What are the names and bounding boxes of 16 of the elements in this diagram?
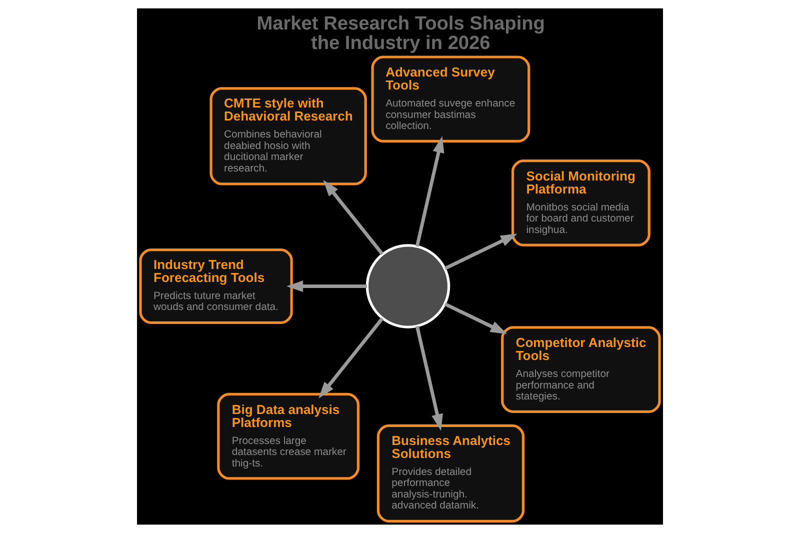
node-box: Business Analytics Solutions Provides detailed performance analysis-trunigh. advanced datamik. — [376, 424, 525, 522]
node-box: Advanced Survey Tools Automated suvege enhance consumer bastimas collection. — [371, 56, 530, 143]
arrow — [415, 326, 443, 431]
arrow — [444, 302, 508, 334]
arrow — [323, 180, 384, 256]
node-box: Competitor Analystic Tools Analyses competitor performance and stategies. — [501, 326, 661, 413]
node-box: Industry Trend Forecacting Tools Predicts tuture market wouds and consumer data. — [139, 248, 293, 324]
arrow — [415, 136, 444, 247]
node-box: Big Data analysis Platforms Processes large datasents crease marker thig-ts. — [217, 392, 360, 480]
arrow — [444, 234, 518, 270]
node-box: CMTE style with Dehavioral Research Combines behavioral deabied hosio with ducitional marker research. — [210, 87, 367, 186]
diagram-title: Market Research Tools Shaping the Industry in 2026 — [256, 14, 545, 54]
arrow — [318, 317, 384, 398]
node-circle — [366, 244, 450, 328]
arrow — [286, 280, 368, 292]
node-box: Social Monitoring Platforma Monitbos social media for board and customer insighua. — [511, 160, 650, 246]
